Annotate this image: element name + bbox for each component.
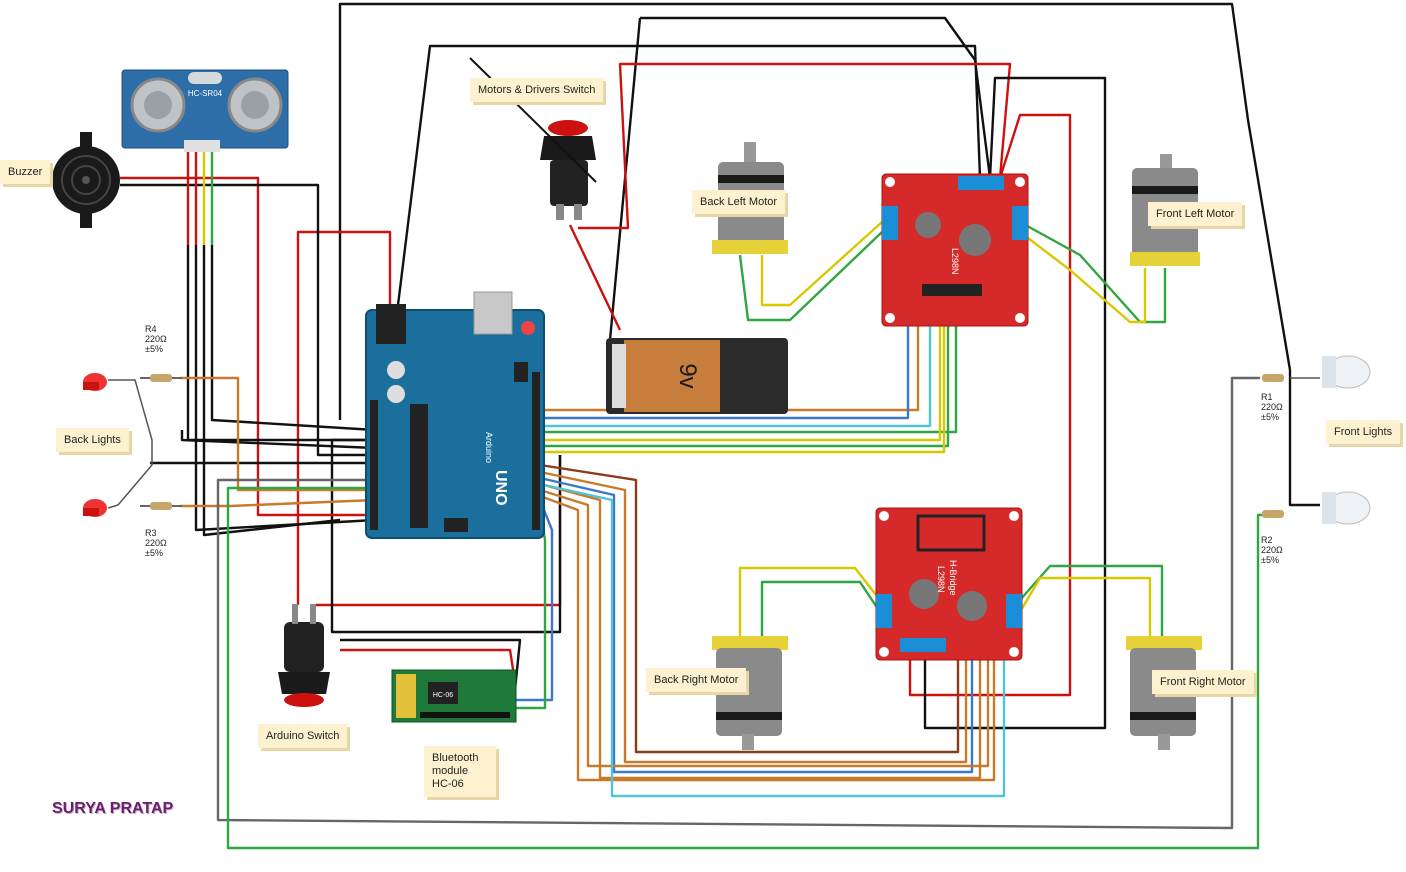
resistor-r2 xyxy=(1262,510,1284,518)
r3-tol: ±5% xyxy=(145,548,163,558)
front-led-bottom xyxy=(1322,491,1371,525)
label-front-left-motor: Front Left Motor xyxy=(1148,202,1243,226)
label-front-lights: Front Lights xyxy=(1326,420,1401,444)
author-signature: SURYA PRATAP xyxy=(52,800,174,817)
label-bluetooth: Bluetooth module HC-06 xyxy=(424,746,496,797)
arduino-switch xyxy=(278,604,330,707)
driver-rear-model: L298N xyxy=(936,566,946,593)
battery-9v: 9v xyxy=(606,338,788,414)
label-back-lights: Back Lights xyxy=(56,428,129,452)
sensor-model-label: HC-SR04 xyxy=(188,89,223,98)
label-arduino-switch: Arduino Switch xyxy=(258,724,348,748)
battery-label: 9v xyxy=(674,363,701,388)
r2-label: R2 220Ω ±5% xyxy=(1261,535,1283,565)
driver-front-model: L298N xyxy=(950,248,960,275)
r4-tol: ±5% xyxy=(145,344,163,354)
buzzer xyxy=(52,132,120,228)
back-led-top xyxy=(83,373,107,391)
resistor-r4 xyxy=(140,374,182,382)
r1-name: R1 xyxy=(1261,392,1273,402)
label-back-left-motor: Back Left Motor xyxy=(692,190,786,214)
label-back-right-motor: Back Right Motor xyxy=(646,668,747,692)
label-front-right-motor: Front Right Motor xyxy=(1152,670,1254,694)
r4-name: R4 xyxy=(145,324,157,334)
bluetooth-module: HC-06 xyxy=(391,669,517,723)
label-motors-switch: Motors & Drivers Switch xyxy=(470,78,604,102)
r3-label: R3 220Ω ±5% xyxy=(145,528,167,558)
motor-driver-front: L298N xyxy=(881,173,1029,327)
back-right-motor xyxy=(712,636,788,750)
r1-tol: ±5% xyxy=(1261,412,1279,422)
r2-name: R2 xyxy=(1261,535,1273,545)
front-led-top xyxy=(1322,355,1371,389)
r2-value: 220Ω xyxy=(1261,545,1283,555)
label-bluetooth-line3: HC-06 xyxy=(432,778,464,790)
back-led-bottom xyxy=(83,499,107,517)
driver-rear-sub: H-Bridge xyxy=(948,560,958,596)
resistor-r1 xyxy=(1262,374,1284,382)
bt-model-label: HC-06 xyxy=(433,692,453,699)
resistor-r3 xyxy=(140,502,182,510)
r3-value: 220Ω xyxy=(145,538,167,548)
arduino-model: UNO xyxy=(492,470,509,506)
motors-switch xyxy=(469,57,597,220)
label-buzzer: Buzzer xyxy=(0,160,51,184)
r4-label: R4 220Ω ±5% xyxy=(145,324,167,354)
r1-value: 220Ω xyxy=(1261,402,1283,412)
label-bluetooth-line2: module xyxy=(432,765,469,777)
arduino-brand: Arduino xyxy=(484,432,494,463)
arduino-uno: Arduino UNO xyxy=(365,291,545,539)
r2-tol: ±5% xyxy=(1261,555,1279,565)
motor-driver-rear: L298N H-Bridge xyxy=(875,507,1023,661)
label-bluetooth-line1: Bluetooth xyxy=(432,752,479,764)
r1-label: R1 220Ω ±5% xyxy=(1261,392,1283,422)
r4-value: 220Ω xyxy=(145,334,167,344)
r3-name: R3 xyxy=(145,528,157,538)
ultrasonic-sensor: HC-SR04 xyxy=(121,69,289,152)
